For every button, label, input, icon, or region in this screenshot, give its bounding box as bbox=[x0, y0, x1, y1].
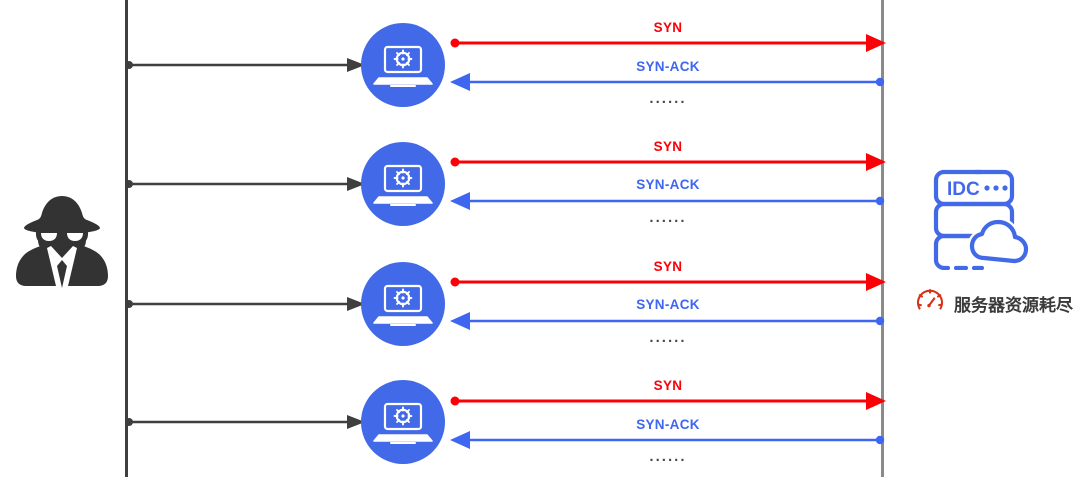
list-item[interactable] bbox=[361, 23, 445, 107]
syn-ack-label: SYN-ACK bbox=[636, 417, 700, 432]
infected-laptop-icon bbox=[373, 284, 433, 326]
infected-laptop-icon bbox=[373, 164, 433, 206]
target-rail bbox=[881, 0, 884, 477]
syn-ack-arrow bbox=[450, 429, 886, 451]
hacker-spy-icon bbox=[8, 186, 116, 294]
syn-label: SYN bbox=[653, 20, 683, 35]
dispatch-arrow-2 bbox=[125, 174, 365, 194]
menu-dots-icon bbox=[984, 185, 1008, 191]
list-item[interactable] bbox=[361, 262, 445, 346]
syn-ack-arrow bbox=[450, 71, 886, 93]
syn-arrow bbox=[450, 32, 886, 54]
syn-ack-label: SYN-ACK bbox=[636, 297, 700, 312]
flow-ellipsis: ······ bbox=[649, 333, 687, 350]
dispatch-arrow-4 bbox=[125, 412, 365, 432]
syn-ack-arrow bbox=[450, 190, 886, 212]
flow-ellipsis: ······ bbox=[649, 94, 687, 111]
syn-arrow bbox=[450, 271, 886, 293]
status-label: 服务器资源耗尽 bbox=[954, 296, 1073, 316]
flow-ellipsis: ······ bbox=[649, 213, 687, 230]
syn-ack-arrow bbox=[450, 310, 886, 332]
syn-ack-label: SYN-ACK bbox=[636, 59, 700, 74]
attacker-rail bbox=[125, 0, 128, 477]
list-item[interactable] bbox=[361, 142, 445, 226]
syn-label: SYN bbox=[653, 378, 683, 393]
infected-laptop-icon bbox=[373, 45, 433, 87]
syn-label: SYN bbox=[653, 259, 683, 274]
gauge-icon bbox=[915, 286, 945, 321]
dispatch-arrow-3 bbox=[125, 294, 365, 314]
idc-server-cloud-icon: IDC bbox=[922, 158, 1034, 271]
list-item[interactable] bbox=[361, 380, 445, 464]
infected-laptop-icon bbox=[373, 402, 433, 444]
idc-label: IDC bbox=[947, 179, 980, 200]
syn-arrow bbox=[450, 151, 886, 173]
dispatch-arrow-1 bbox=[125, 55, 365, 75]
syn-ack-label: SYN-ACK bbox=[636, 177, 700, 192]
status-badge: 服务器资源耗尽 bbox=[915, 286, 1073, 321]
syn-arrow bbox=[450, 390, 886, 412]
syn-label: SYN bbox=[653, 139, 683, 154]
flow-ellipsis: ······ bbox=[649, 452, 687, 469]
